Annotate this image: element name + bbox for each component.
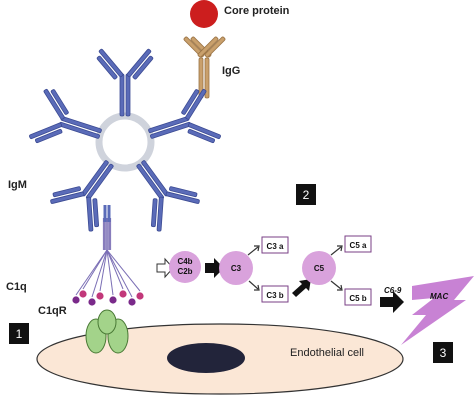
c5-node: C5: [302, 251, 336, 285]
c1q-head: [109, 296, 117, 304]
svg-text:C3: C3: [231, 264, 242, 273]
c4b-c2b-node: C4b C2b: [169, 251, 201, 283]
step-2-badge: 2: [296, 184, 316, 205]
c5b-box: C5 b: [344, 288, 372, 306]
svg-text:C3 a: C3 a: [267, 242, 284, 251]
svg-text:C3 b: C3 b: [266, 291, 283, 300]
igm-arm: [50, 160, 114, 232]
c1q-head: [79, 290, 87, 298]
svg-text:1: 1: [16, 327, 23, 341]
c6-9-label: C6-9: [384, 286, 402, 295]
arrow-to-c3a-icon: [254, 245, 260, 252]
mac-lightning: MAC: [401, 276, 474, 345]
arrow-to-c3b-icon: [254, 284, 260, 291]
hollow-arrow-icon: [156, 257, 174, 279]
c3b-box: C3 b: [261, 285, 289, 303]
arrow-to-c5-icon: [292, 279, 311, 297]
c1q-head: [72, 296, 80, 304]
c5a-box: C5 a: [344, 235, 372, 253]
igm-arm: [136, 160, 200, 232]
c1qr-receptor: [85, 309, 129, 354]
igm-label: IgM: [8, 179, 27, 191]
step-3-badge: 3: [433, 342, 453, 363]
c3-node: C3: [219, 251, 253, 285]
igm-arm: [29, 89, 102, 144]
c1q-head: [119, 290, 127, 298]
c1q-head: [128, 298, 136, 306]
arrow-to-c5a-icon: [337, 245, 343, 252]
c1q-label: C1q: [6, 281, 27, 293]
svg-text:C5 b: C5 b: [349, 294, 366, 303]
igg-label: IgG: [222, 65, 240, 77]
igg-antibody: [183, 0, 226, 99]
core-protein: [190, 0, 218, 28]
svg-text:2: 2: [303, 188, 310, 202]
svg-text:C2b: C2b: [177, 267, 192, 276]
core-protein-label: Core protein: [224, 5, 290, 17]
igm-arm: [148, 89, 221, 144]
c1q-head: [136, 292, 144, 300]
svg-text:C5 a: C5 a: [350, 241, 367, 250]
svg-text:3: 3: [440, 346, 447, 360]
arrow-to-c3-icon: [205, 258, 224, 278]
step-1-badge: 1: [9, 323, 29, 344]
igm-arm: [96, 48, 154, 117]
svg-text:MAC: MAC: [430, 292, 448, 301]
c3a-box: C3 a: [261, 236, 289, 254]
c1qr-label: C1qR: [38, 305, 67, 317]
cell-nucleus: [167, 343, 245, 373]
c1q-complex: [72, 205, 144, 306]
arrow-to-mac-icon: [380, 291, 404, 313]
arrow-to-c5b-icon: [337, 284, 343, 291]
c1q-head: [88, 298, 96, 306]
endothelial-cell-label: Endothelial cell: [290, 347, 364, 359]
svg-text:C5: C5: [314, 264, 325, 273]
igm-pentamer: [29, 48, 221, 232]
svg-text:C4b: C4b: [177, 257, 192, 266]
c1q-head: [96, 292, 104, 300]
